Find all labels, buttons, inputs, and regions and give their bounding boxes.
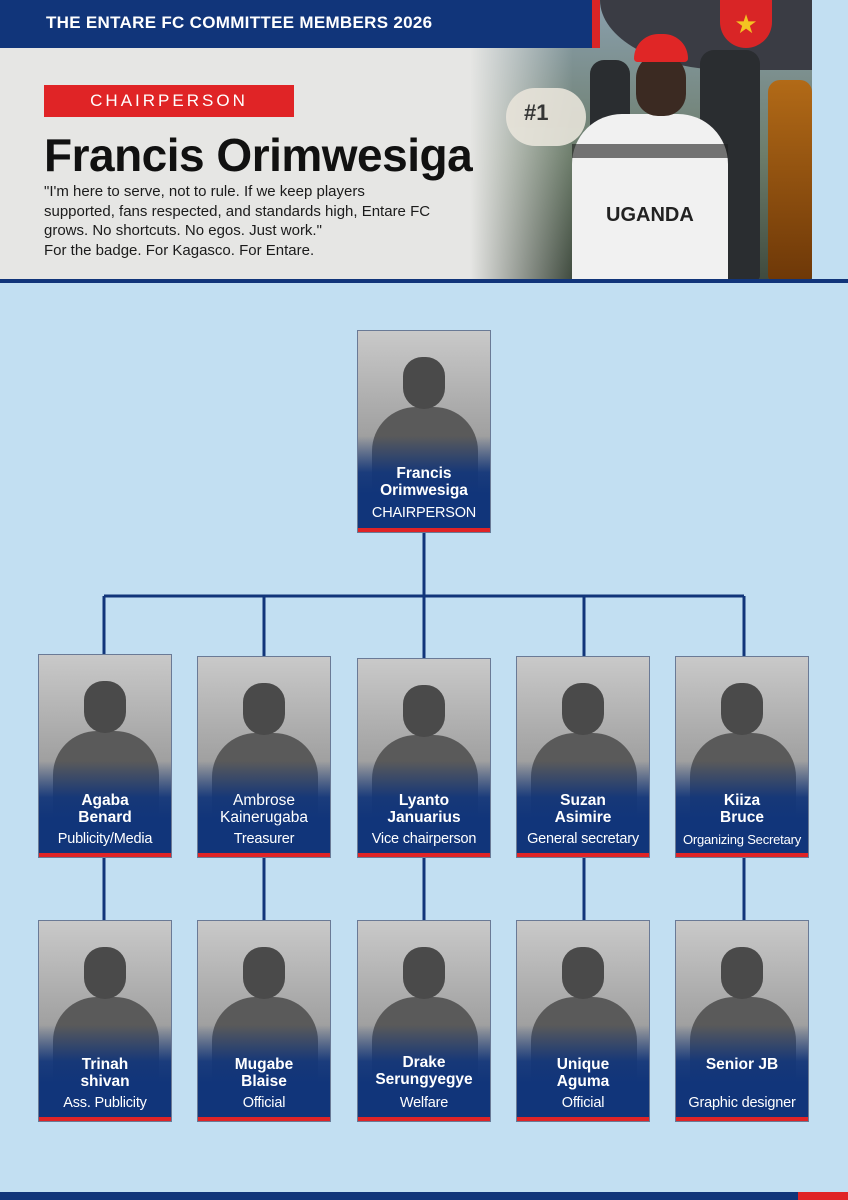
member-card: Kiiza Bruce Organizing Secretary: [675, 656, 809, 858]
chairperson-hero-photo: ★ #1 UGANDA: [470, 0, 812, 280]
page-title: THE ENTARE FC COMMITTEE MEMBERS 2026: [46, 13, 433, 32]
member-name: Drake: [402, 1054, 446, 1071]
chairperson-figure: UGANDA: [566, 34, 734, 280]
title-bar: THE ENTARE FC COMMITTEE MEMBERS 2026: [0, 0, 600, 48]
member-name: Bruce: [720, 809, 764, 826]
member-role: Official: [242, 1095, 286, 1111]
member-name: Benard: [78, 809, 132, 826]
header-divider: [0, 279, 848, 283]
member-role: Welfare: [399, 1095, 449, 1111]
member-role: Publicity/Media: [57, 831, 153, 847]
member-name: Januarius: [387, 809, 461, 826]
member-name: Lyanto: [398, 792, 450, 809]
member-card: Suzan Asimire General secretary: [516, 656, 650, 858]
beer-bottle-image: [768, 80, 812, 280]
member-card: Lyanto Januarius Vice chairperson: [357, 658, 491, 858]
member-name: Suzan: [560, 792, 606, 809]
footer-accent: [798, 1192, 848, 1200]
member-name: Serungyegye: [375, 1071, 473, 1088]
member-card: Senior JB Graphic designer: [675, 920, 809, 1122]
member-name: Blaise: [241, 1073, 287, 1090]
member-card: Mugabe Blaise Official: [197, 920, 331, 1122]
chairperson-quote: "I'm here to serve, not to rule. If we k…: [44, 183, 431, 259]
member-name: Trinah: [81, 1056, 129, 1073]
member-card: Ambrose Kainerugaba Treasurer: [197, 656, 331, 858]
member-role: Organizing Secretary: [682, 832, 802, 847]
member-card: Trinah shivan Ass. Publicity: [38, 920, 172, 1122]
chairperson-name: Francis Orimwesiga: [44, 129, 473, 181]
member-name: shivan: [80, 1073, 130, 1090]
member-role: Vice chairperson: [371, 831, 477, 847]
club-crest-icon: ★: [720, 0, 772, 48]
member-card: Agaba Benard Publicity/Media: [38, 654, 172, 858]
member-role: CHAIRPERSON: [371, 505, 477, 521]
member-card: Unique Aguma Official: [516, 920, 650, 1122]
right-margin-strip: [812, 0, 848, 280]
sponsor-board: #1: [506, 88, 586, 146]
member-role: Ass. Publicity: [63, 1095, 147, 1111]
title-accent: [592, 0, 600, 48]
role-banner: CHAIRPERSON: [44, 85, 294, 117]
member-name: Francis: [396, 465, 452, 482]
member-name: Orimwesiga: [380, 482, 468, 499]
member-name: Kiiza: [723, 792, 761, 809]
member-card-chairperson: Francis Orimwesiga CHAIRPERSON: [357, 330, 491, 533]
member-name: Ambrose: [232, 792, 296, 809]
member-name: Unique: [556, 1056, 610, 1073]
member-name: Kainerugaba: [220, 809, 308, 826]
member-name: Asimire: [554, 809, 612, 826]
member-name: Senior JB: [705, 1056, 779, 1073]
footer-bar: [0, 1192, 798, 1200]
member-role: Treasurer: [233, 831, 295, 847]
member-name: Aguma: [556, 1073, 610, 1090]
member-name: Agaba: [81, 792, 129, 809]
member-name: Mugabe: [234, 1056, 294, 1073]
member-role: Official: [561, 1095, 605, 1111]
header-section: ★ #1 UGANDA THE ENTARE FC COMMITTEE MEMB…: [0, 0, 848, 280]
member-role: General secretary: [527, 831, 639, 847]
member-card: Drake Serungyegye Welfare: [357, 920, 491, 1122]
member-role: Graphic designer: [688, 1095, 796, 1111]
